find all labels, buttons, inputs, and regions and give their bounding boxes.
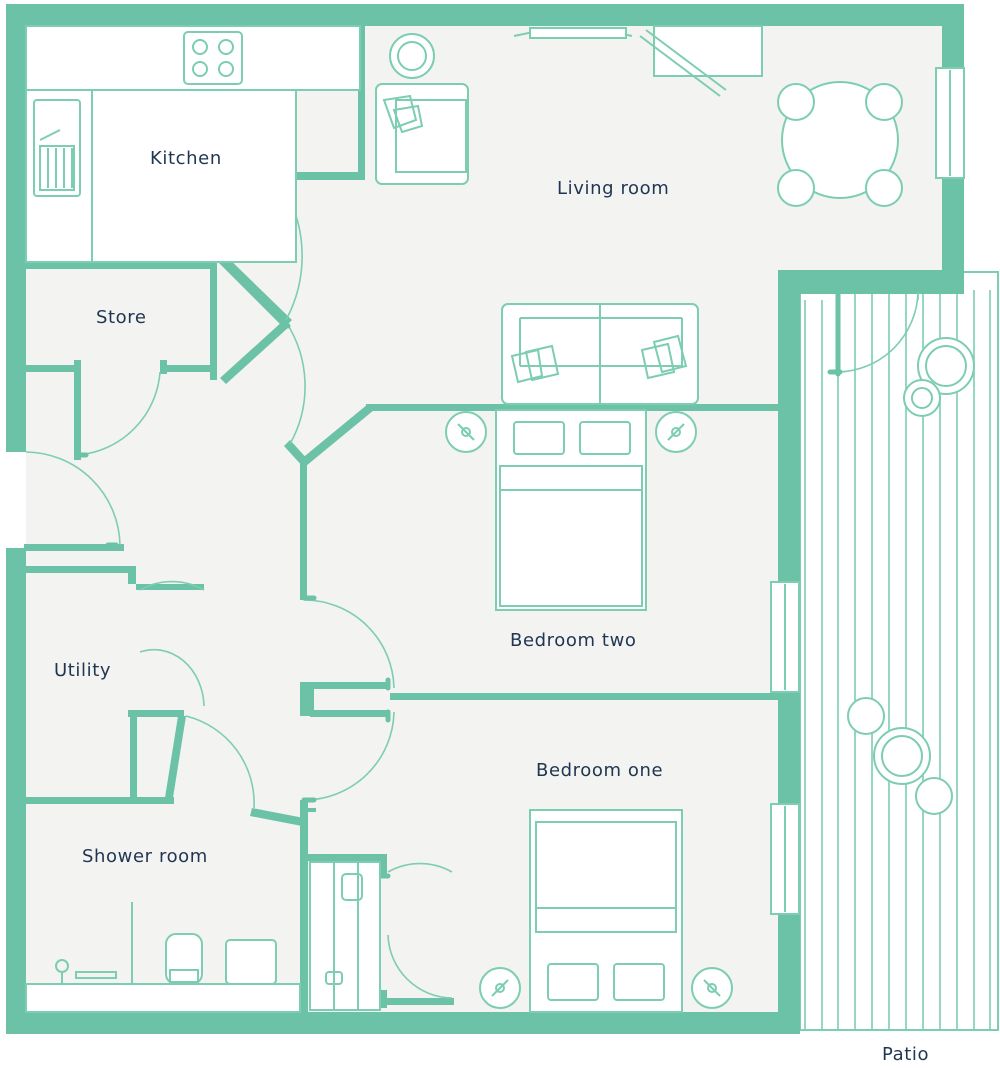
store-label: Store [96,307,147,328]
shower-room-furniture [25,902,301,1013]
toilet-icon [165,933,203,985]
patio-deck [799,271,999,1031]
door-leaves [75,187,843,879]
bedroom-one-label: Bedroom one [536,760,663,781]
room-labels: Kitchen Living room Store Bedroom two Ut… [54,148,929,1065]
wardrobe-icon [309,861,381,1011]
door-swings [25,191,919,999]
shower-room-label: Shower room [82,846,208,867]
hob-icon [183,31,243,85]
plant-icon [903,337,975,417]
patio-chair-icon [847,697,885,735]
utility-label: Utility [54,660,111,681]
bedroom-two-furniture [445,409,697,611]
windows [770,67,965,915]
bedroom-two-label: Bedroom two [510,630,637,651]
interior-walls [24,24,780,1016]
shower-tray-icon [25,983,301,1013]
kitchen-label: Kitchen [150,148,222,169]
living-room-label: Living room [557,178,669,199]
kitchen-furniture [25,25,361,263]
patio-label: Patio [882,1044,929,1065]
plant-pot-icon [389,33,435,79]
patio-chair-icon [915,777,953,815]
double-bed-icon [495,409,647,611]
patio-furniture [847,337,975,815]
basin-icon [225,939,277,985]
bedroom-one-furniture [309,809,733,1013]
double-bed-icon [529,809,683,1013]
living-room-furniture [375,25,903,405]
